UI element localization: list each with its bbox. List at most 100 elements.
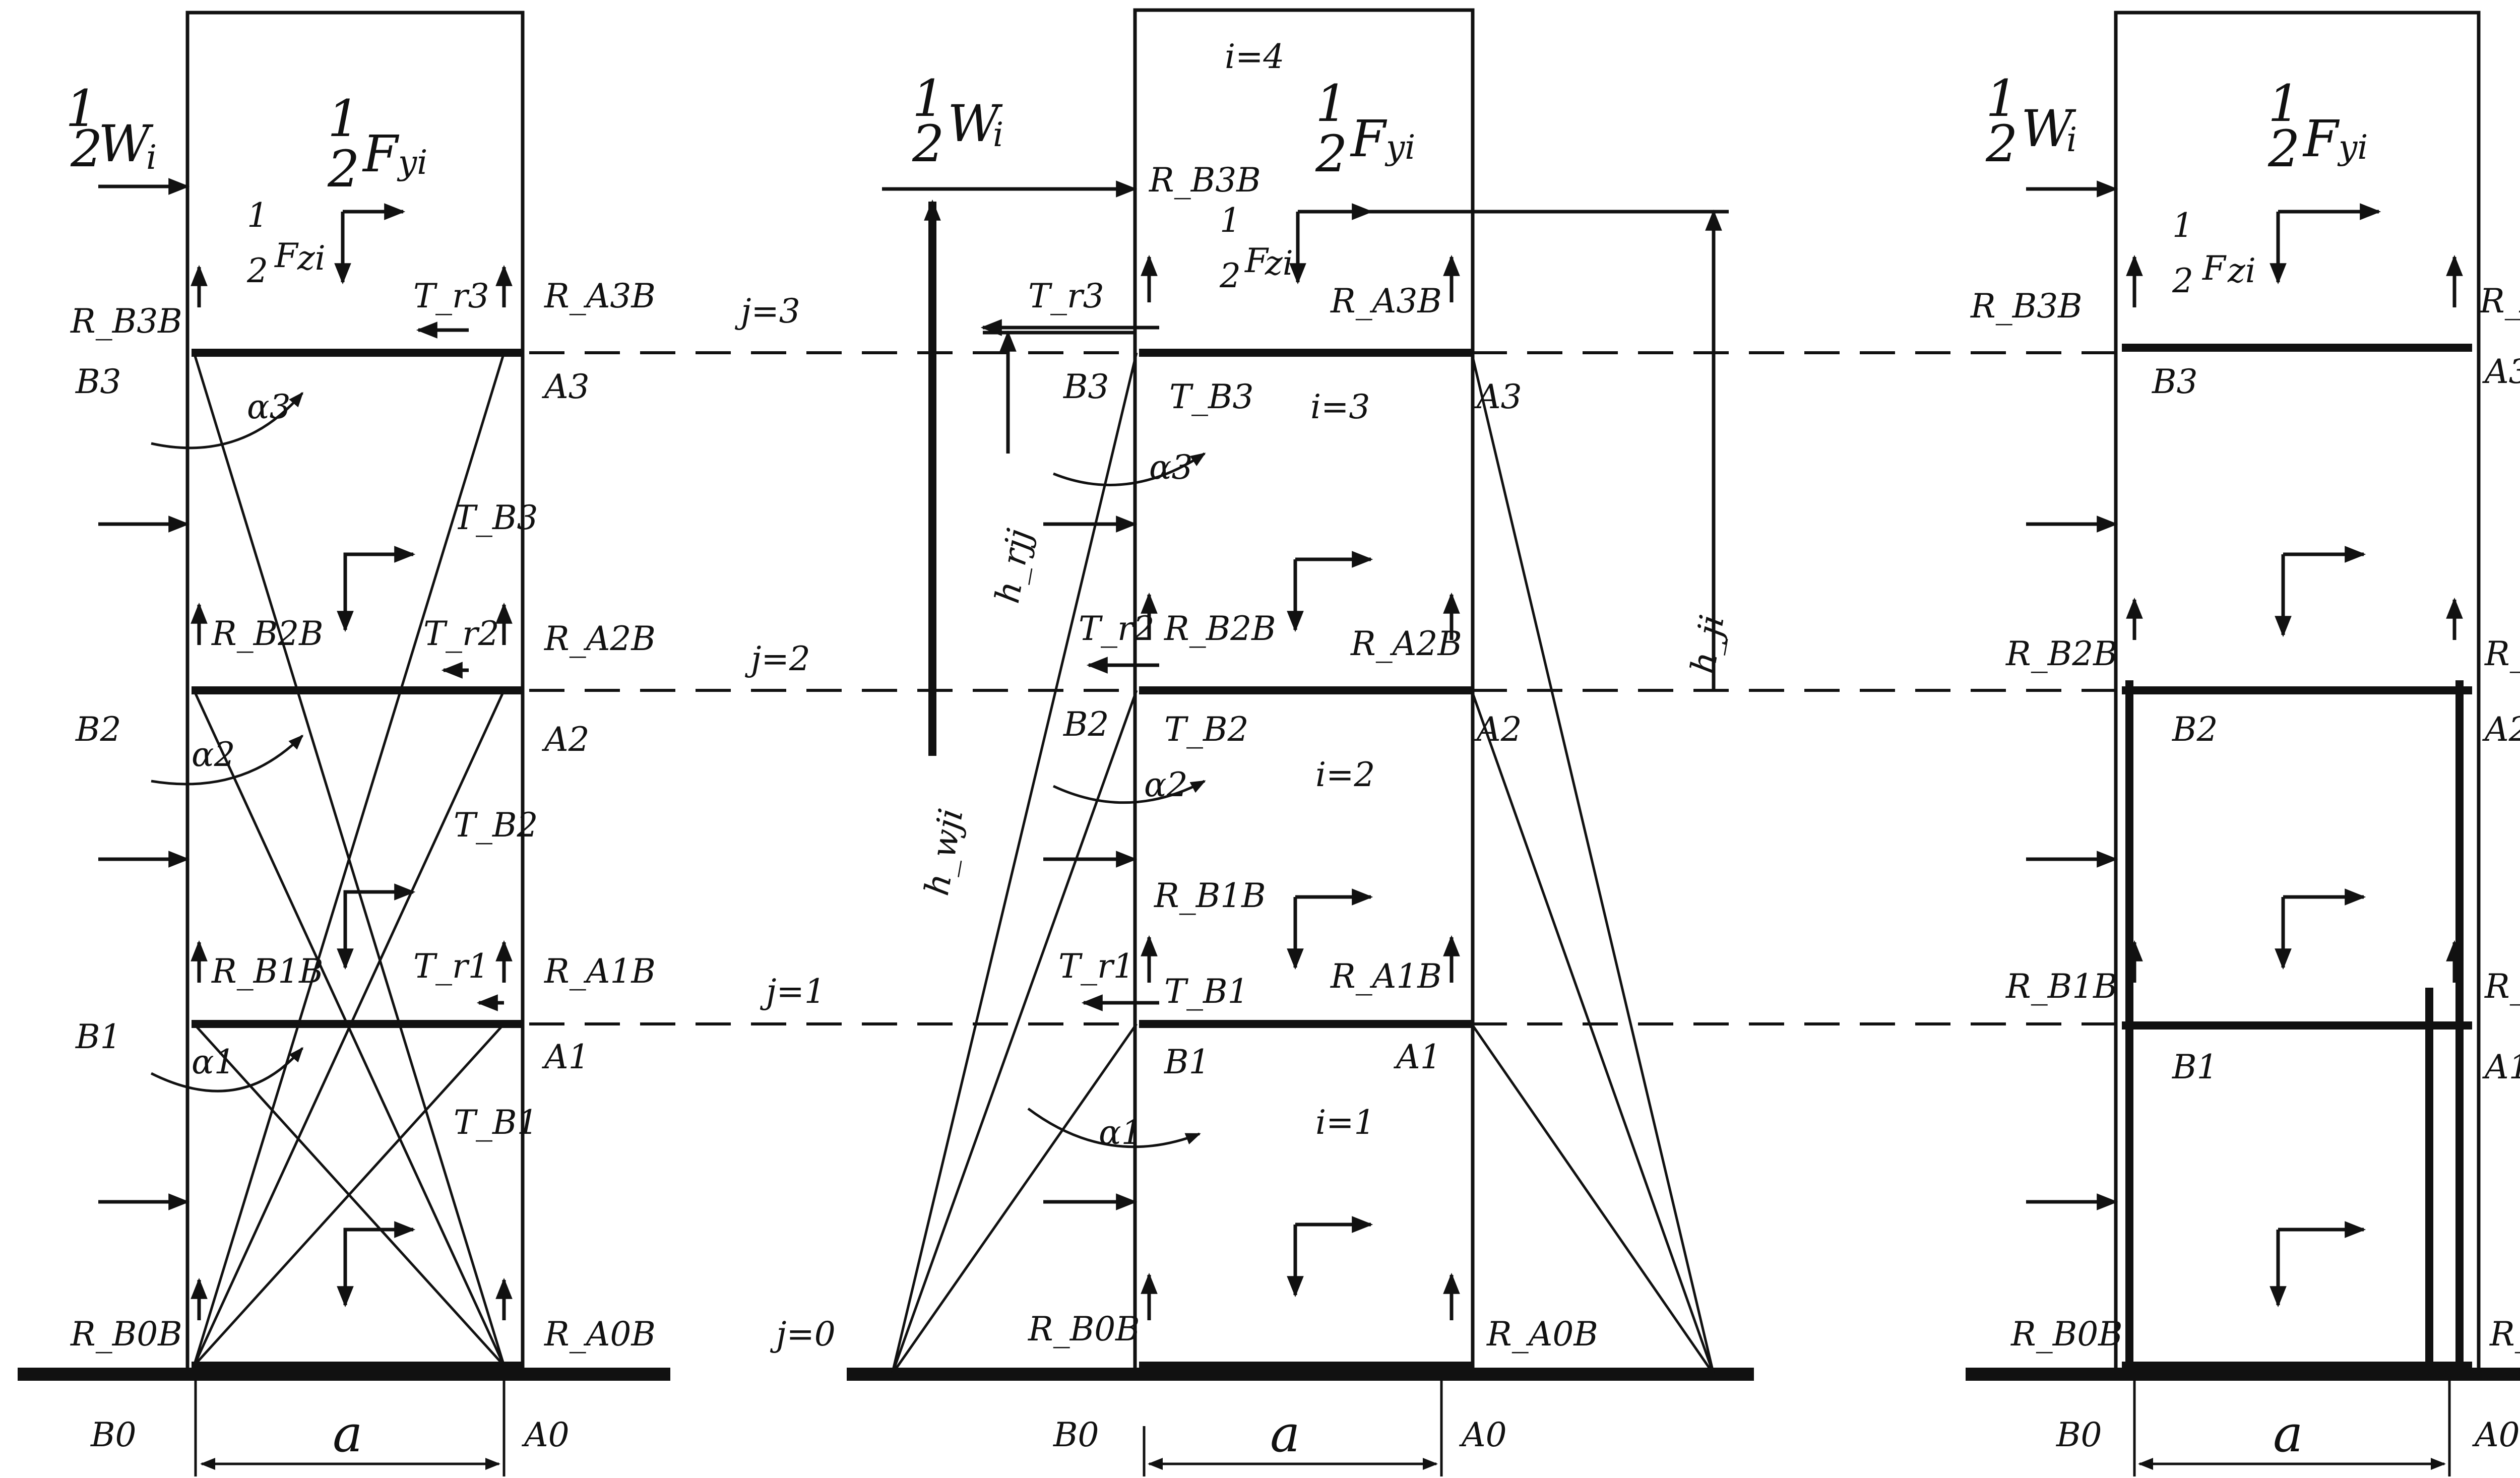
f2-rb0: R_B0B — [1028, 1310, 1140, 1348]
f2-tb1: T_B1 — [1164, 972, 1249, 1011]
f1-tr1: T_r1 — [413, 947, 489, 986]
f3-ra1: R_A1B — [2484, 967, 2520, 1006]
f1-rb2: R_B2B — [211, 614, 324, 653]
level-j1: j=1 — [760, 972, 826, 1011]
f2-h-ji: h_ji — [1683, 612, 1732, 677]
f1-rb0: R_B0B — [70, 1315, 182, 1354]
f1-tb2: T_B2 — [454, 806, 538, 845]
f1-dim: a — [333, 1404, 363, 1463]
f2-i3: i=3 — [1310, 388, 1370, 426]
f3-rb1: R_B1B — [2005, 967, 2118, 1006]
fz-sym-f1: F — [274, 236, 299, 275]
w-sub-f1: i — [146, 138, 157, 177]
f2-tr3: T_r3 — [1028, 277, 1104, 315]
f1-tb1: T_B1 — [454, 1103, 538, 1142]
f1-b3: B3 — [75, 362, 121, 401]
f2-rb2: R_B2B — [1164, 609, 1276, 648]
f2-ra2: R_A2B — [1350, 624, 1462, 663]
w-sub-f2: i — [993, 115, 1003, 154]
f2-a2: A2 — [1474, 710, 1522, 749]
fz-den-f2: 2 — [1219, 256, 1241, 295]
f3-b3: B3 — [2152, 362, 2198, 401]
f3-a2: A2 — [2482, 710, 2520, 749]
f3-b1: B1 — [2172, 1048, 2218, 1086]
f1-rb3: R_B3B — [70, 302, 182, 341]
level-j0: j=0 — [770, 1315, 836, 1354]
w-den-f2: 2 — [912, 114, 944, 173]
f2-tr1: T_r1 — [1058, 947, 1135, 986]
f2-i1: i=1 — [1315, 1103, 1375, 1142]
frame-2 — [882, 8, 1729, 1476]
fy-sym-f2: F — [1350, 109, 1388, 168]
w-sym-f2: W — [948, 94, 1003, 153]
f3-ra0: R_A0B — [2489, 1315, 2520, 1354]
fy-den-f2: 2 — [1315, 124, 1348, 183]
f1-a3: A3 — [541, 367, 590, 406]
w-sym-f1: W — [98, 114, 154, 173]
f3-a1: A1 — [2482, 1048, 2520, 1086]
fy-num-f1: 1 — [328, 89, 360, 148]
level-j2: j=2 — [744, 639, 810, 678]
f3-ra2: R_A2B — [2484, 634, 2520, 673]
f1-alpha2: α2 — [192, 735, 235, 774]
w-den-f3: 2 — [1985, 114, 2018, 173]
f2-a1: A1 — [1393, 1038, 1441, 1076]
f2-ra1: R_A1B — [1330, 957, 1442, 996]
f3-b0: B0 — [2056, 1416, 2102, 1454]
f3-rb3: R_B3B — [1970, 287, 2083, 326]
fz-num-f1: 1 — [247, 196, 268, 235]
fy-sub-f3: yi — [2337, 128, 2368, 167]
f2-alpha1: α1 — [1099, 1113, 1143, 1152]
f1-a0: A0 — [521, 1416, 570, 1454]
f3-rb2: R_B2B — [2005, 634, 2118, 673]
w-fraction-den-f1: 2 — [70, 119, 103, 178]
f2-i4: i=4 — [1225, 37, 1284, 76]
f1-ra2: R_A2B — [544, 619, 656, 658]
frame-1 — [98, 11, 525, 1476]
f2-b3: B3 — [1063, 367, 1109, 406]
f2-tb3: T_B3 — [1169, 377, 1254, 416]
f1-a1: A1 — [541, 1038, 590, 1076]
fz-sub-f2: zi — [1265, 244, 1293, 283]
f3-rb0: R_B0B — [2010, 1315, 2123, 1354]
f1-ra1: R_A1B — [544, 952, 656, 991]
f2-rb3: R_B3B — [1149, 161, 1261, 200]
fy-sym-f3: F — [2302, 109, 2340, 168]
f1-b2: B2 — [75, 710, 121, 749]
fy-sym-f1: F — [362, 124, 400, 183]
fy-den-f1: 2 — [327, 140, 360, 199]
fy-den-f3: 2 — [2267, 119, 2300, 178]
f2-i2: i=2 — [1315, 755, 1375, 794]
f3-b2: B2 — [2172, 710, 2218, 749]
f2-h-wji: h_wji — [917, 805, 971, 898]
f2-ra3: R_A3B — [1330, 282, 1442, 320]
level-j3: j=3 — [734, 292, 800, 331]
fy-num-f3: 1 — [2268, 74, 2300, 133]
f2-a3: A3 — [1474, 377, 1522, 416]
f1-alpha3: α3 — [247, 388, 291, 426]
w-num-f3: 1 — [1986, 69, 2018, 128]
f1-b0: B0 — [90, 1416, 137, 1454]
fy-num-f2: 1 — [1315, 74, 1348, 133]
f3-a0: A0 — [2472, 1416, 2520, 1454]
w-sub-f3: i — [2066, 120, 2077, 159]
f2-tr2: T_r2 — [1079, 609, 1155, 648]
f3-ra3: R_A3B — [2479, 282, 2520, 320]
f2-rb1: R_B1B — [1154, 876, 1266, 915]
fz-sym-f2: F — [1244, 241, 1269, 280]
f1-alpha1: α1 — [192, 1043, 235, 1081]
fz-num-f3: 1 — [2172, 206, 2193, 245]
w-fraction-num-f1: 1 — [66, 79, 98, 138]
fz-sym-f3: F — [2202, 249, 2227, 288]
f1-rb1: R_B1B — [211, 952, 324, 991]
f2-dim: a — [1270, 1404, 1300, 1463]
f2-b1: B1 — [1164, 1043, 1210, 1081]
f1-ra0: R_A0B — [544, 1315, 656, 1354]
f1-ra3: R_A3B — [544, 277, 656, 315]
frame-3 — [2026, 11, 2481, 1476]
f2-ra0: R_A0B — [1486, 1315, 1598, 1354]
f3-a3: A3 — [2482, 352, 2520, 391]
fz-num-f2: 1 — [1220, 201, 1241, 240]
fz-den-f1: 2 — [246, 251, 268, 290]
